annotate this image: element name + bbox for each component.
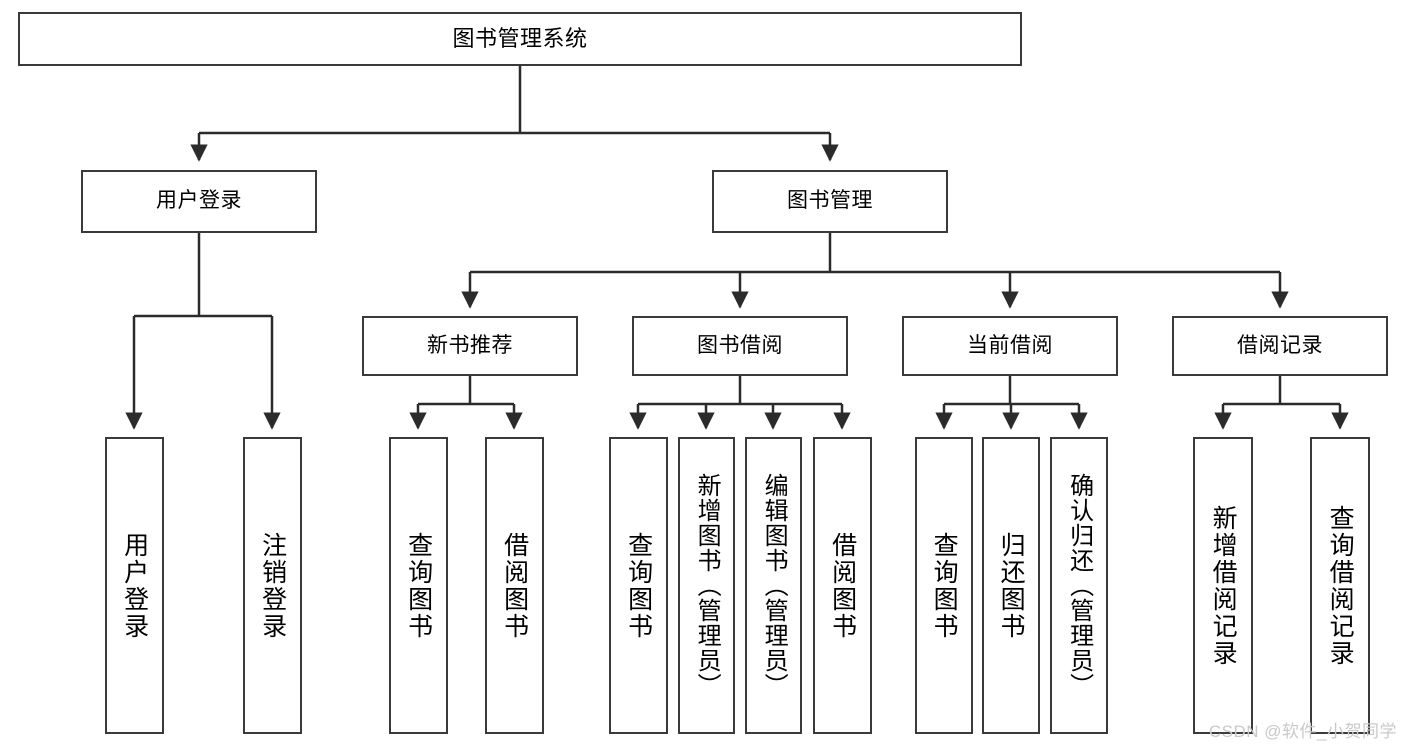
leaf-query-book-current[interactable]: 查询图书 [915, 437, 973, 734]
node-label: 编辑图书（管理员） [760, 473, 788, 698]
node-current-borrow[interactable]: 当前借阅 [902, 316, 1118, 376]
leaf-add-book[interactable]: 新增图书（管理员） [678, 437, 735, 734]
node-borrow-record[interactable]: 借阅记录 [1172, 316, 1388, 376]
node-root-book-management-system[interactable]: 图书管理系统 [18, 12, 1022, 66]
node-label: 查询借阅记录 [1326, 504, 1355, 667]
leaf-edit-book[interactable]: 编辑图书（管理员） [745, 437, 802, 734]
leaf-logout-login[interactable]: 注销登录 [243, 437, 302, 734]
node-user-login[interactable]: 用户登录 [81, 170, 317, 233]
node-book-borrow[interactable]: 图书借阅 [632, 316, 848, 376]
leaf-query-book-borrow[interactable]: 查询图书 [609, 437, 668, 734]
node-label: 图书管理 [787, 189, 873, 213]
node-label: 查询图书 [930, 531, 959, 640]
leaf-query-borrow-record[interactable]: 查询借阅记录 [1310, 437, 1370, 734]
node-label: 用户登录 [120, 531, 149, 640]
node-label: 用户登录 [156, 189, 242, 213]
node-label: 确认归还（管理员） [1065, 473, 1093, 698]
node-label: 图书借阅 [697, 333, 783, 357]
leaf-user-login[interactable]: 用户登录 [105, 437, 164, 734]
node-label: 借阅图书 [500, 531, 529, 640]
node-new-book-recommend[interactable]: 新书推荐 [362, 316, 578, 376]
node-label: 借阅图书 [828, 531, 857, 640]
node-label: 新书推荐 [427, 333, 513, 357]
node-label: 新增图书（管理员） [693, 473, 721, 698]
node-label: 注销登录 [258, 531, 287, 640]
node-label: 查询图书 [404, 531, 433, 640]
node-label: 当前借阅 [967, 333, 1053, 357]
leaf-query-book-new-recommend[interactable]: 查询图书 [389, 437, 448, 734]
leaf-confirm-return[interactable]: 确认归还（管理员） [1050, 437, 1108, 734]
leaf-add-borrow-record[interactable]: 新增借阅记录 [1193, 437, 1253, 734]
leaf-borrow-book[interactable]: 借阅图书 [813, 437, 872, 734]
node-label: 归还图书 [997, 531, 1026, 640]
node-label: 借阅记录 [1237, 333, 1323, 357]
node-book-management[interactable]: 图书管理 [712, 170, 948, 233]
leaf-return-book[interactable]: 归还图书 [982, 437, 1040, 734]
node-label: 新增借阅记录 [1209, 504, 1238, 667]
leaf-borrow-book-new-recommend[interactable]: 借阅图书 [485, 437, 544, 734]
node-label: 查询图书 [624, 531, 653, 640]
watermark-text: CSDN @软件_小贺同学 [1208, 722, 1397, 741]
node-label: 图书管理系统 [452, 26, 588, 52]
